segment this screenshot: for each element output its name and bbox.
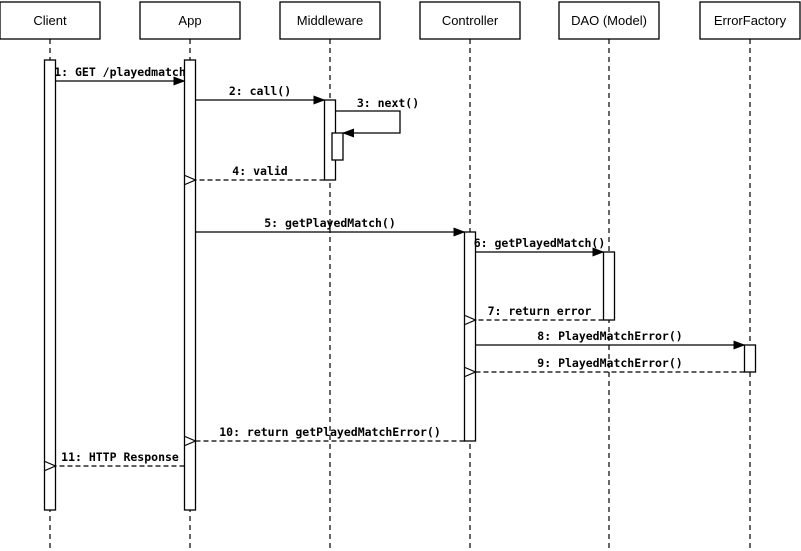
message-label-10: 10: return getPlayedMatchError() xyxy=(219,425,441,439)
message-label-7: 7: return error xyxy=(488,304,592,318)
message-11: 11: HTTP Response xyxy=(56,450,185,466)
activations-layer xyxy=(43,59,757,511)
lifeline-header-box-client xyxy=(0,1,101,40)
lifeline-header-box-app xyxy=(139,1,241,40)
lifeline-header-label-app: App xyxy=(178,13,201,28)
lifeline-app: App xyxy=(139,1,241,549)
message-5: 5: getPlayedMatch() xyxy=(195,216,466,237)
message-label-4: 4: valid xyxy=(232,164,287,178)
message-label-8: 8: PlayedMatchError() xyxy=(537,329,682,343)
message-label-1: 1: GET /playedmatch xyxy=(54,65,186,79)
lifeline-header-box-dao xyxy=(558,1,660,40)
lifeline-client: Client xyxy=(0,1,101,549)
message-label-6: 6: getPlayedMatch() xyxy=(474,236,606,250)
lifeline-errorfactory: ErrorFactory xyxy=(699,1,801,549)
lifeline-header-label-controller: Controller xyxy=(442,13,499,28)
activation-bar-dao xyxy=(602,251,616,321)
message-2: 2: call() xyxy=(195,84,326,105)
message-8: 8: PlayedMatchError() xyxy=(475,329,746,350)
message-3: 3: next() xyxy=(335,96,419,138)
lifeline-header-box-middleware xyxy=(279,1,381,40)
activation-bar-app xyxy=(183,59,197,511)
activation-bar-controller xyxy=(463,231,477,442)
lifeline-header-label-middleware: Middleware xyxy=(297,13,363,28)
lifeline-header-label-errorfactory: ErrorFactory xyxy=(714,13,787,28)
message-4: 4: valid xyxy=(196,164,325,180)
message-label-11: 11: HTTP Response xyxy=(61,450,179,464)
message-label-3: 3: next() xyxy=(357,96,419,110)
message-label-2: 2: call() xyxy=(229,84,291,98)
message-7: 7: return error xyxy=(476,304,604,320)
message-label-5: 5: getPlayedMatch() xyxy=(264,216,396,230)
message-1: 1: GET /playedmatch xyxy=(54,65,186,86)
message-10: 10: return getPlayedMatchError() xyxy=(196,425,465,441)
messages-layer: 1: GET /playedmatch 2: call() 3: next() 4: … xyxy=(54,65,746,466)
message-9: 9: PlayedMatchError() xyxy=(476,356,745,372)
activation-bar-middleware-nested xyxy=(331,132,344,161)
lifeline-header-label-client: Client xyxy=(33,13,67,28)
lifeline-middleware: Middleware xyxy=(279,1,381,549)
lifeline-header-box-controller xyxy=(419,1,521,40)
message-label-9: 9: PlayedMatchError() xyxy=(537,356,682,370)
message-line-3 xyxy=(335,110,401,138)
lifeline-controller: Controller xyxy=(419,1,521,549)
activation-bar-errorfactory xyxy=(743,344,757,373)
message-6: 6: getPlayedMatch() xyxy=(474,236,606,257)
lifeline-header-box-errorfactory xyxy=(699,1,801,40)
activation-bar-client xyxy=(43,59,57,511)
lifeline-header-label-dao: DAO (Model) xyxy=(571,13,647,28)
